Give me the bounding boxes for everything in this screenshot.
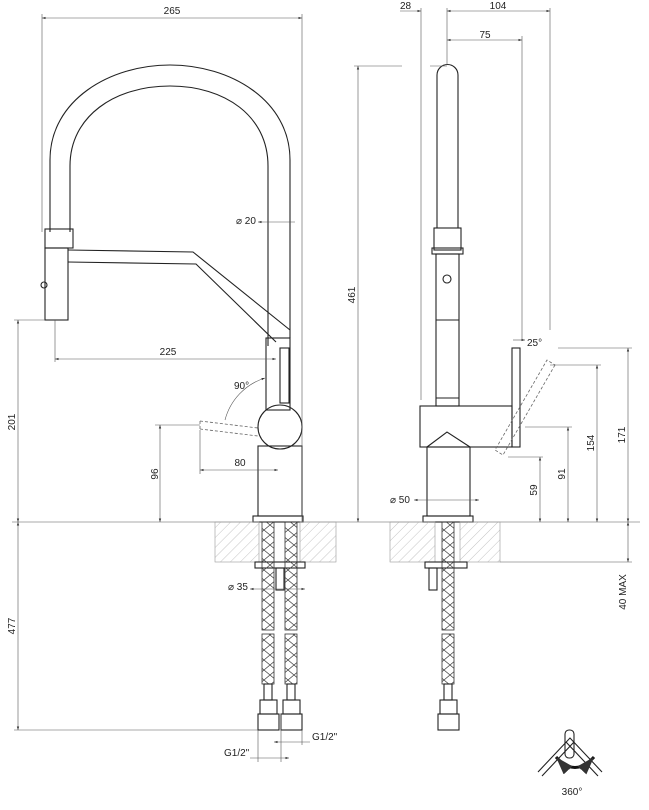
hose-arch-inner: [69, 85, 269, 346]
dim-lever-height: 96: [150, 468, 161, 480]
dim-lever-pivot: 91: [557, 468, 568, 480]
spout-upright: [265, 337, 291, 411]
dim-overall-width: 265: [164, 6, 181, 17]
body-base-side: [426, 446, 471, 517]
spray-head: [44, 247, 69, 321]
dim-base-diameter: ⌀ 50: [390, 495, 410, 506]
hose-right: [284, 521, 298, 631]
lever-tilted-dashed: [494, 359, 556, 456]
dim-hose-diameter: ⌀ 20: [236, 216, 256, 227]
hose-arch-outer: [49, 64, 291, 338]
dim-spout-offset: 75: [479, 30, 491, 41]
spout-collar: [433, 227, 462, 251]
dim-overall-height: 461: [347, 286, 358, 303]
dim-lever-bottom: 59: [529, 484, 540, 496]
lever-rotated-dashed: [199, 420, 259, 437]
spray-button: [40, 281, 48, 289]
lever-upright: [511, 347, 521, 448]
rotation-arc: [224, 377, 266, 421]
front-view: 265 ⌀ 20 225 90° 80 96 201 ⌀ 35: [7, 6, 338, 762]
dim-lever-reach: 80: [234, 458, 246, 469]
dim-spout-reach: 225: [160, 347, 177, 358]
dim-pipe-diameter: ⌀ 35: [228, 582, 248, 593]
dim-lever-top-max: 171: [617, 426, 628, 443]
nut-left-lower: [257, 713, 280, 731]
dim-hose-length: 477: [7, 617, 18, 634]
dim-outlet-height: 201: [7, 413, 18, 430]
base-plate: [252, 515, 304, 523]
dim-connection-left: G1/2": [224, 748, 250, 759]
dim-lever-rotation: 90°: [234, 381, 249, 392]
dim-lever-top: 154: [586, 434, 597, 451]
rotation-label: 360°: [562, 787, 583, 798]
lever-knob: [257, 404, 303, 450]
body-head: [419, 405, 513, 448]
lever-side: [279, 347, 290, 404]
spout-tube: [436, 64, 459, 228]
spray-collar: [44, 228, 74, 249]
dim-lever-depth: 104: [490, 1, 507, 12]
body-base: [257, 445, 303, 517]
hose-side: [441, 521, 455, 631]
spout-arm: [67, 249, 291, 343]
spray-head-side: [435, 253, 460, 407]
rotation-360-icon: 360°: [537, 729, 603, 798]
dim-lever-angle: 25°: [527, 338, 542, 349]
dim-body-offset: 28: [400, 1, 412, 12]
nut-left-upper: [259, 699, 278, 715]
dim-connection-right: G1/2": [312, 732, 338, 743]
side-view: 28 104 75 461 25° 171 154 91 59 ⌀ 50: [347, 1, 632, 731]
hose-left: [261, 521, 275, 631]
threaded-rod: [275, 567, 285, 591]
dim-deck-thickness: 40 MAX: [618, 574, 629, 610]
